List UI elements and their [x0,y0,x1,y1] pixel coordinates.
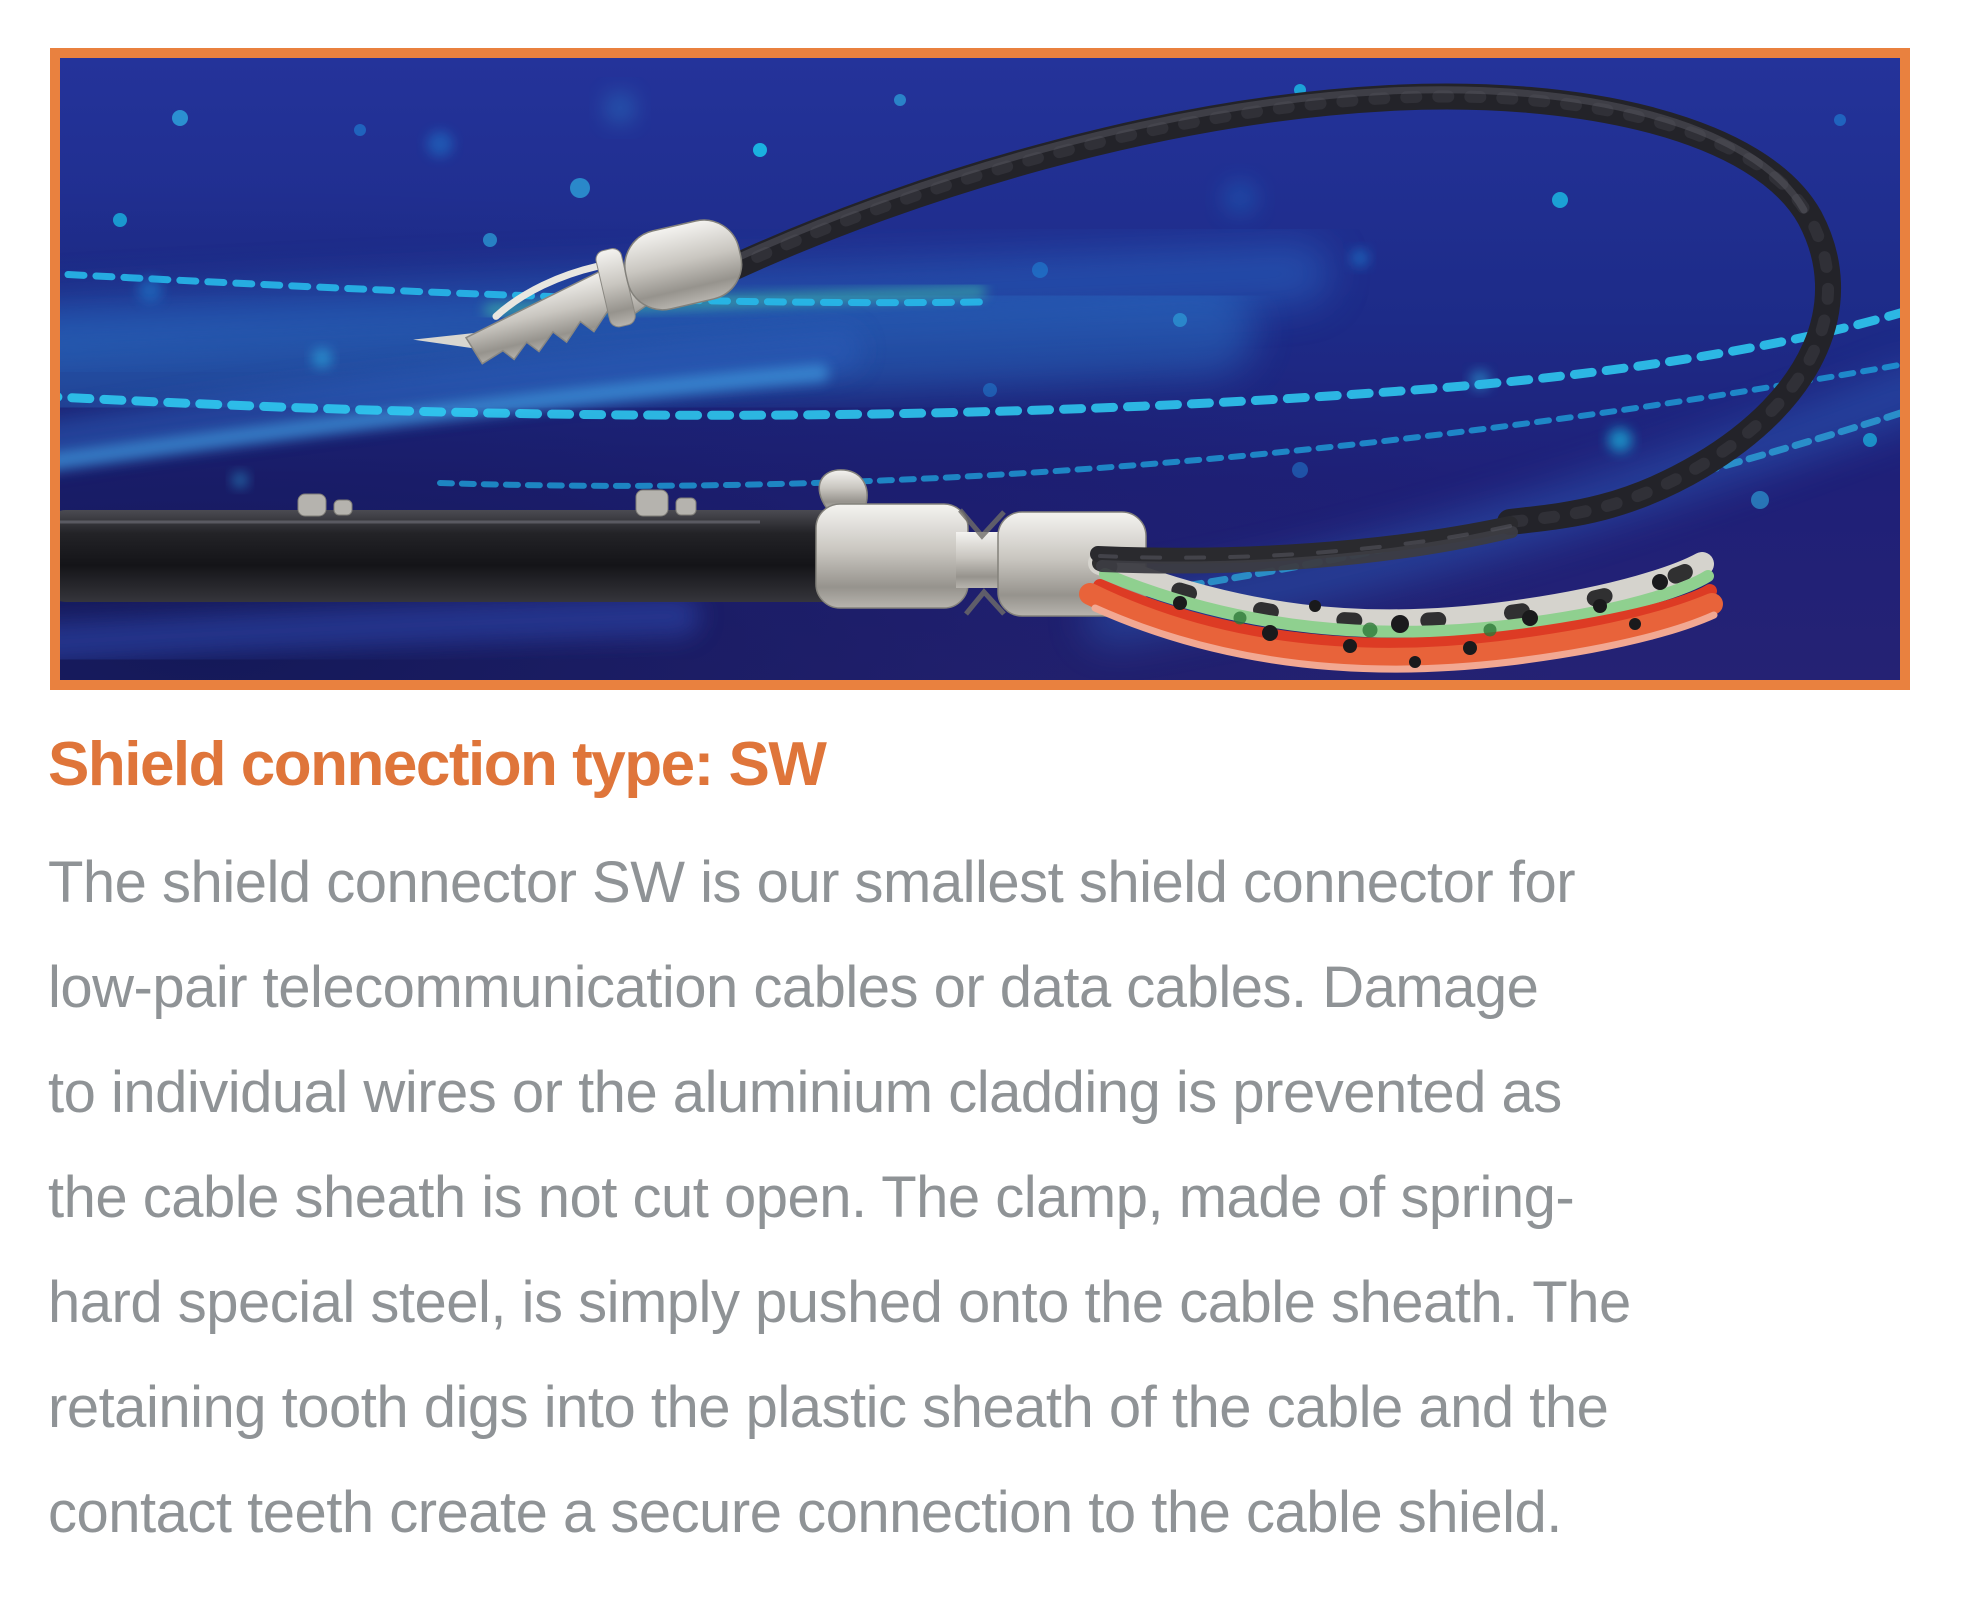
sw-shield-clamp [815,469,1147,617]
body-line-4: the cable sheath is not cut open. The cl… [48,1165,1575,1230]
pigtail-wire-loop [715,83,1842,535]
body-line-2: low-pair telecommunication cables or dat… [48,955,1539,1020]
body-paragraph: The shield connector SW is our smallest … [48,830,1928,1565]
body-line-3: to individual wires or the aluminium cla… [48,1060,1562,1125]
section-heading: Shield connection type: SW [48,730,827,799]
body-line-1: The shield connector SW is our smallest … [48,850,1576,915]
crimp-terminal [413,219,743,365]
exposed-wires [1079,551,1723,673]
main-cable [60,510,890,602]
clamp-hook [818,469,868,511]
body-line-5: hard special steel, is simply pushed ont… [48,1270,1631,1335]
body-line-6: retaining tooth digs into the plastic sh… [48,1375,1609,1440]
terminal-spring [492,262,601,320]
cable-photo [60,58,1900,680]
terminal-barrel [624,219,743,311]
hero-image-frame [50,48,1910,690]
clamp-barrel-left [815,503,969,609]
body-line-7: contact teeth create a secure connection… [48,1480,1562,1545]
cable-clips [297,489,697,517]
twisted-pair-wires [1090,516,1518,574]
